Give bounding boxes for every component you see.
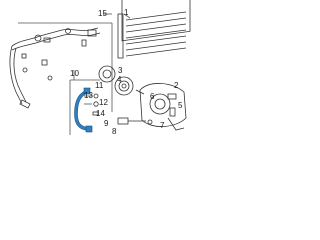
leader-lines [73, 13, 131, 105]
callout-10: 10 [70, 69, 79, 78]
parts-diagram [9, 0, 191, 135]
callout-9: 9 [104, 119, 109, 128]
callout-1: 1 [124, 8, 129, 17]
callout-2: 2 [174, 81, 179, 90]
callout-8: 8 [112, 127, 117, 136]
callout-13: 13 [84, 91, 93, 100]
callout-14: 14 [96, 109, 105, 118]
hose-frame [69, 79, 100, 135]
callout-4: 4 [117, 75, 122, 84]
callout-15: 15 [98, 9, 107, 18]
callout-6: 6 [150, 92, 155, 101]
drive-belt-pulley [98, 65, 134, 96]
condenser [117, 0, 191, 59]
hose-small-parts [92, 93, 99, 116]
callout-7: 7 [160, 121, 165, 130]
callout-3: 3 [118, 66, 123, 75]
callout-11: 11 [95, 81, 104, 90]
pressure-switch [117, 93, 177, 125]
callout-5: 5 [178, 101, 183, 110]
compressor [135, 83, 187, 131]
clip-parts [21, 39, 87, 81]
refrigerant-line-assembly [9, 27, 101, 109]
discharge-hose [74, 87, 93, 133]
callout-12: 12 [99, 98, 108, 107]
line-assembly-frame [18, 22, 113, 112]
